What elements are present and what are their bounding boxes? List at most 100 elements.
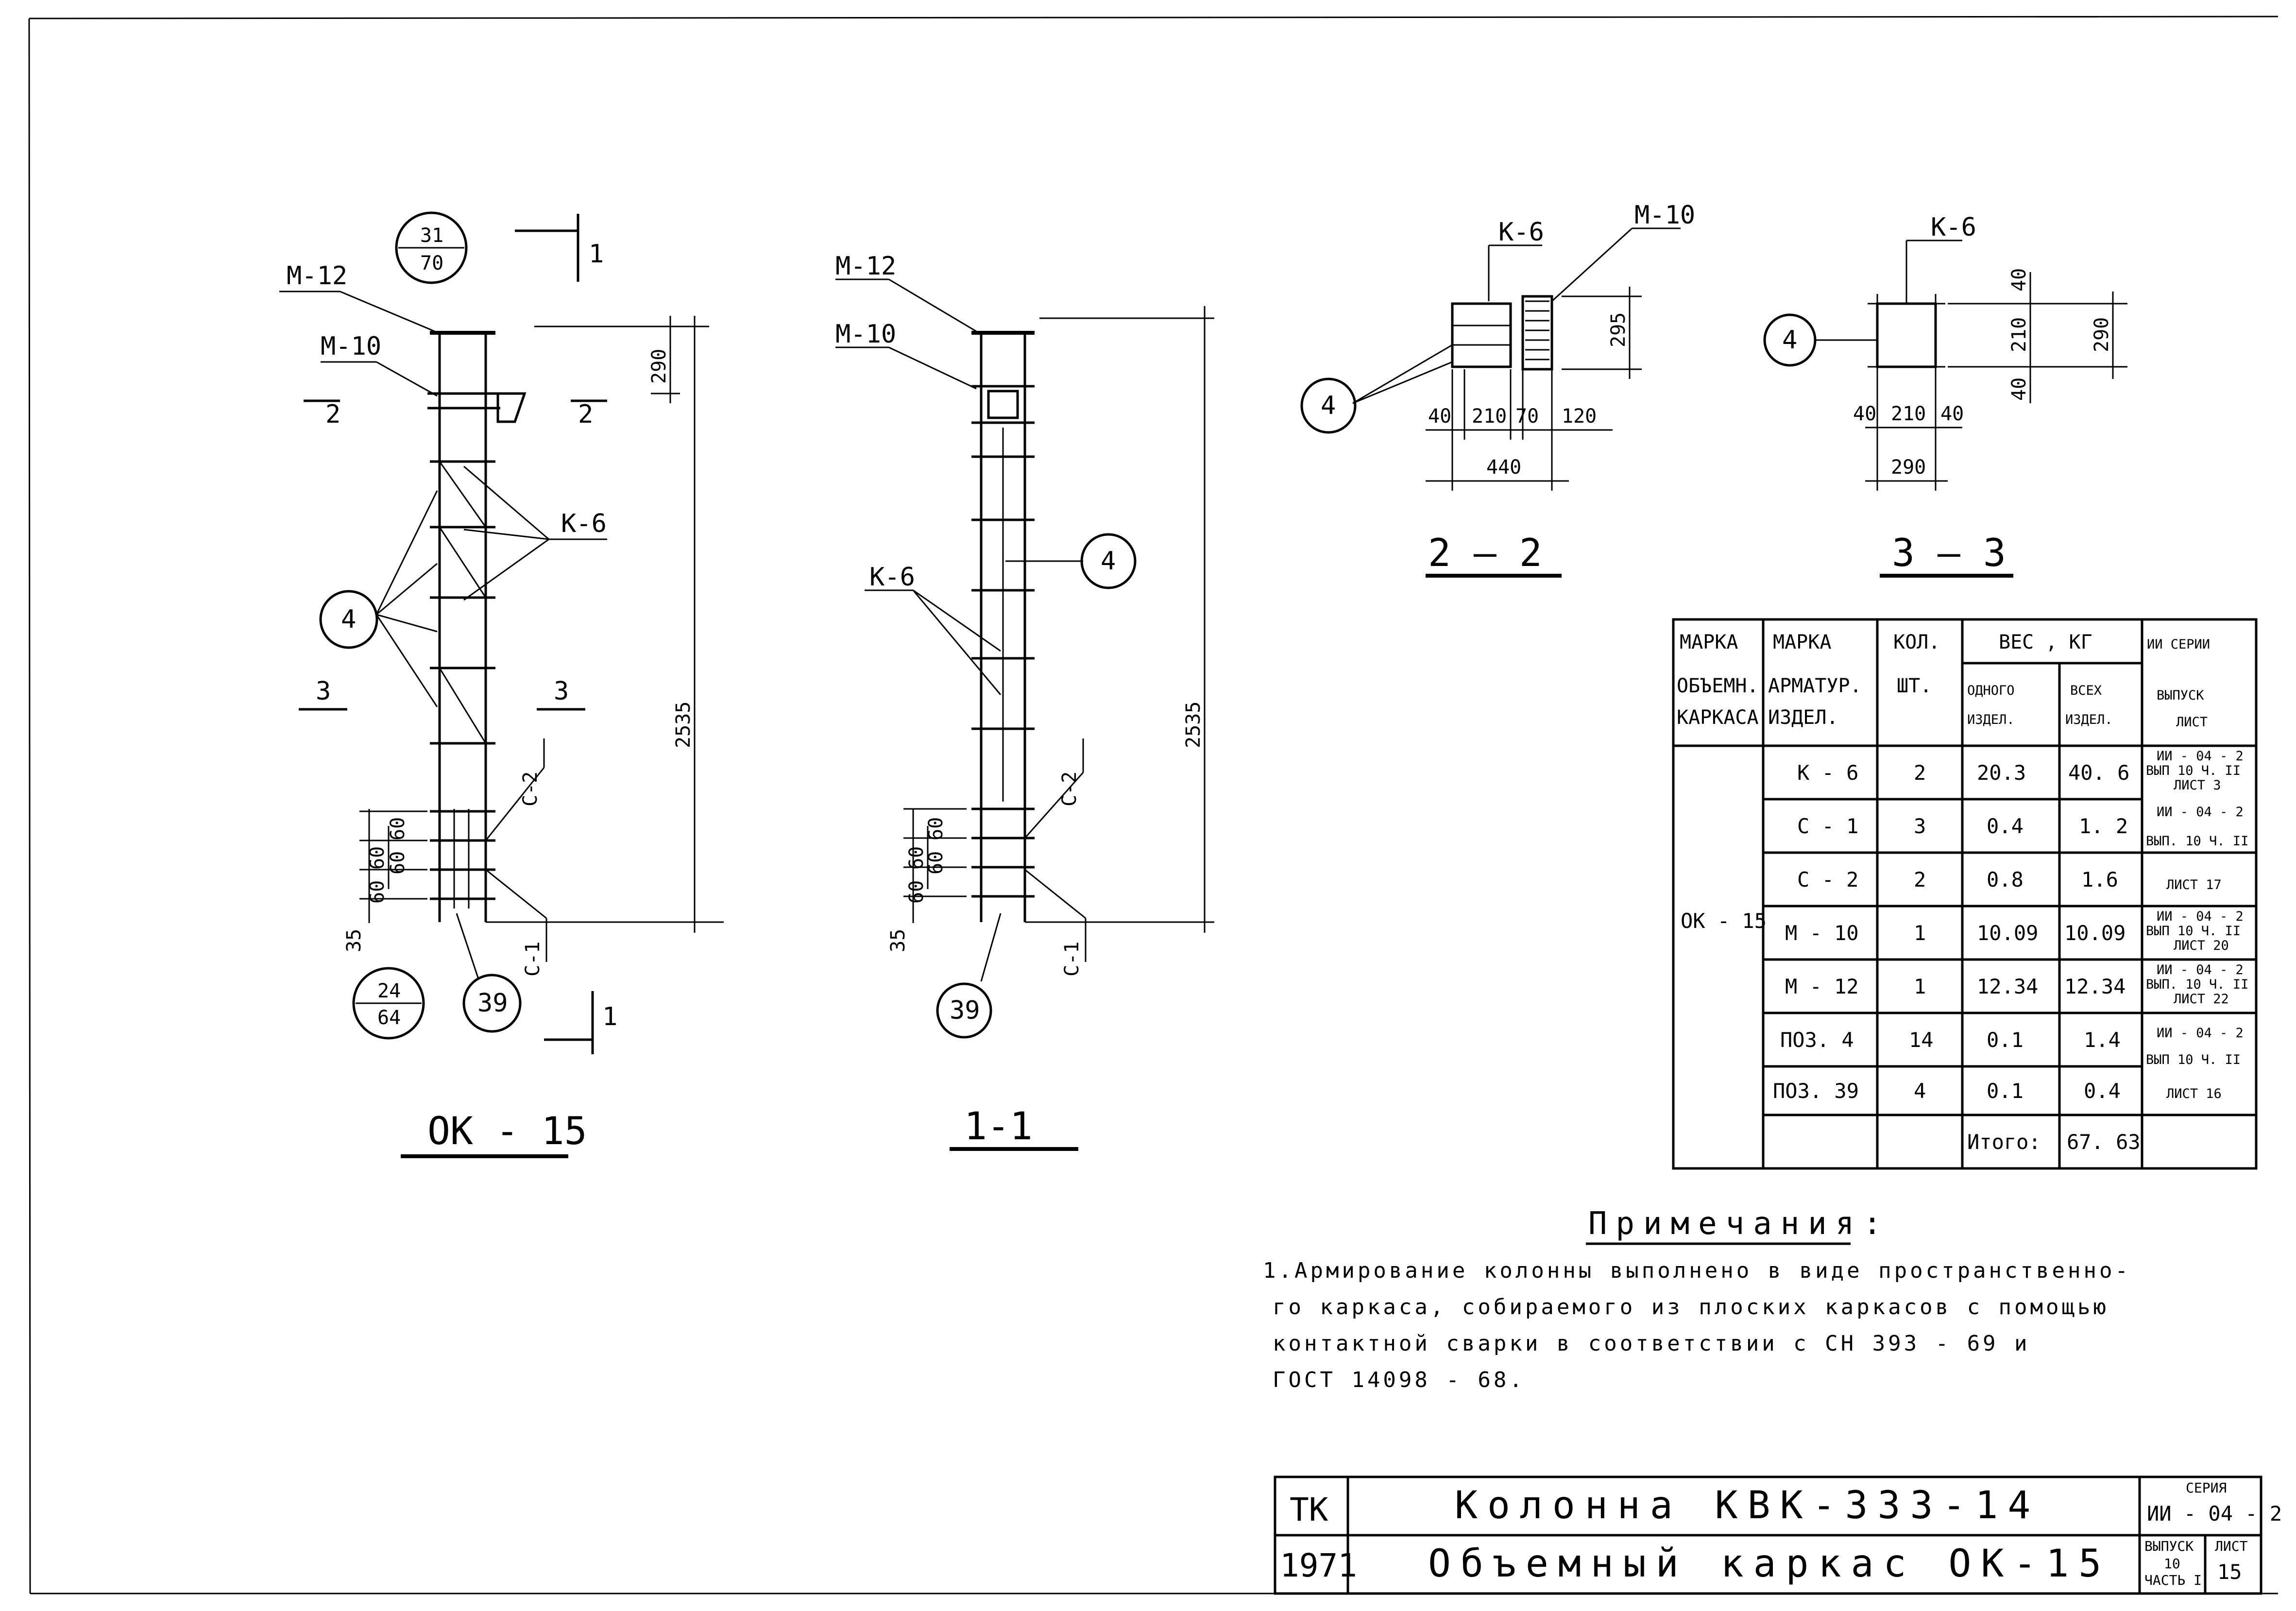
section-2-2-text: К-6 М-10 4 295 40 210 70 120 440 2 — 2 (1321, 201, 1695, 575)
ref1-line1: ИИ - 04 - 2 (2157, 749, 2244, 764)
s33-dim-h290: 290 (1891, 456, 1926, 479)
cell-qty-row2: 3 (1914, 814, 1926, 838)
main-dim-2535: 2535 (672, 702, 695, 748)
main-pos39-circle: 39 (477, 989, 508, 1018)
s11-c2-label: С-2 (1058, 771, 1081, 806)
main-c2-label: С-2 (519, 771, 542, 806)
sheet-frame (28, 16, 2279, 1594)
cell-mark-row4: М - 10 (1785, 921, 1859, 945)
ref1-line2: ВЫП 10 Ч. II (2146, 763, 2241, 778)
s33-dim-v290: 290 (2091, 317, 2113, 352)
th-frame-mark-2: ОБЪЕМН. (1677, 675, 1759, 697)
cell-w1-row6: 0.1 (1987, 1028, 2024, 1052)
section-1-1-title: 1-1 (964, 1105, 1033, 1148)
main-dim-60c: 60 (387, 851, 409, 874)
tb-sheet-value: 15 (2217, 1560, 2242, 1584)
s11-dim-2535: 2535 (1182, 702, 1205, 748)
ref5-line3: ЛИСТ 16 (2166, 1086, 2222, 1101)
tb-issue-value: 10 (2164, 1556, 2180, 1572)
section-1-1-text: М-12 М-10 К-6 С-2 С-1 4 39 2535 35 60 60… (835, 252, 1205, 1148)
notes-line-2: го каркаса, собираемого из плоских карка… (1273, 1295, 2109, 1320)
cell-w1-row4: 10.09 (1977, 921, 2038, 945)
cell-wall-row1: 40. 6 (2068, 761, 2129, 785)
main-cut-1-bottom: 1 (602, 1002, 617, 1031)
main-ref-top-den: 70 (420, 252, 443, 274)
ref3-line1: ИИ - 04 - 2 (2157, 909, 2244, 924)
s11-dim-60d: 60 (925, 817, 947, 840)
cell-wall-row4: 10.09 (2064, 921, 2126, 945)
s11-dim-35: 35 (887, 929, 909, 952)
spec-table (1672, 618, 2258, 1170)
cell-mark-row2: С - 1 (1797, 814, 1858, 838)
ref4-line2: ВЫП. 10 Ч. II (2146, 977, 2248, 992)
cell-mark-row6: ПОЗ. 4 (1780, 1028, 1854, 1052)
s22-dim-210: 210 (1472, 405, 1507, 428)
th-series-1: ИИ СЕРИИ (2147, 637, 2210, 652)
tb-title-1: Колонна КВК-333-14 (1455, 1484, 2040, 1527)
th-item-mark-1: МАРКА (1773, 631, 1831, 653)
section-2-2-title: 2 — 2 (1428, 531, 1542, 575)
cell-wall-row3: 1.6 (2081, 868, 2118, 891)
tb-title-2: Объемный каркас ОК-15 (1428, 1542, 2111, 1586)
th-weight-all-2: ИЗДЕЛ. (2065, 712, 2113, 727)
s33-dim-h40b: 40 (1940, 403, 1964, 425)
th-weight: ВЕС , КГ (1999, 631, 2092, 653)
main-ref-bottom-num: 24 (377, 980, 401, 1002)
main-view-text: М-12 М-10 К-6 С-2 С-1 4 39 31 70 24 64 1… (287, 224, 695, 1153)
main-cut-3-right: 3 (554, 677, 569, 706)
main-m12-label: М-12 (287, 261, 347, 291)
cell-wall-row2: 1. 2 (2079, 814, 2128, 838)
s11-dim-60c: 60 (925, 851, 947, 874)
s33-dim-v210: 210 (2008, 317, 2030, 352)
tb-year: 1971 (1280, 1547, 1357, 1584)
s11-pos4-circle: 4 (1101, 547, 1116, 576)
s33-dim-v40a: 40 (2008, 268, 2030, 291)
spec-table-text: МАРКА ОБЪЕМН. КАРКАСА МАРКА АРМАТУР. ИЗД… (1677, 631, 2248, 1154)
ref2-line1: ИИ - 04 - 2 (2157, 805, 2244, 820)
s22-dim-120: 120 (1562, 405, 1597, 428)
tb-series-label: СЕРИЯ (2186, 1480, 2227, 1496)
main-c1-label: С-1 (522, 942, 544, 977)
th-item-mark-2: АРМАТУР. (1768, 675, 1862, 697)
main-ref-top-num: 31 (420, 224, 443, 247)
cell-qty-row5: 1 (1914, 975, 1926, 998)
cell-w1-row2: 0.4 (1987, 814, 2024, 838)
ref2-line3: ЛИСТ 17 (2166, 877, 2222, 892)
th-series-2: ВЫПУСК (2157, 688, 2204, 703)
s22-m10-label: М-10 (1634, 201, 1695, 230)
s11-dim-60a: 60 (905, 880, 928, 904)
th-series-3: ЛИСТ (2176, 715, 2208, 730)
cell-mark-row7: ПОЗ. 39 (1773, 1079, 1859, 1103)
main-dim-60b: 60 (366, 846, 389, 870)
cell-mark-row3: С - 2 (1797, 868, 1858, 891)
th-qty-2: ШТ. (1897, 675, 1932, 697)
tb-org: ТК (1290, 1491, 1328, 1528)
th-weight-all-1: ВСЕХ (2070, 683, 2102, 698)
main-m10-label: М-10 (321, 332, 381, 361)
s33-dim-h210: 210 (1891, 403, 1926, 425)
cell-w1-row1: 20.3 (1977, 761, 2026, 785)
s33-dim-h40a: 40 (1853, 403, 1876, 425)
ref2-line2: ВЫП. 10 Ч. II (2146, 834, 2248, 849)
cell-qty-row7: 4 (1914, 1079, 1926, 1103)
ref4-line3: ЛИСТ 22 (2174, 992, 2229, 1007)
section-1-1 (835, 278, 1214, 1151)
section-3-3-text: К-6 4 40 210 40 290 40 210 40 290 3 — 3 (1782, 213, 2113, 575)
cell-total-label: Итого: (1967, 1130, 2041, 1154)
main-dim-60a: 60 (366, 880, 389, 904)
ref1-line3: ЛИСТ 3 (2174, 778, 2221, 793)
cell-qty-row6: 14 (1909, 1028, 1934, 1052)
s22-k6-label: К-6 (1498, 218, 1544, 247)
tb-sheet-label: ЛИСТ (2215, 1538, 2248, 1554)
s33-pos4-circle: 4 (1782, 326, 1797, 355)
cell-w1-row7: 0.1 (1987, 1079, 2024, 1103)
s22-dim-40: 40 (1428, 405, 1451, 428)
notes-line-4: ГОСТ 14098 - 68. (1273, 1368, 1525, 1392)
s22-pos4-circle: 4 (1321, 391, 1336, 420)
ref4-line1: ИИ - 04 - 2 (2157, 962, 2244, 977)
title-block-text: ТК 1971 Колонна КВК-333-14 Объемный карк… (1280, 1480, 2282, 1588)
main-view-title: ОК - 15 (427, 1110, 587, 1153)
s11-k6-label: К-6 (869, 563, 915, 592)
main-cut-1-top: 1 (589, 240, 604, 269)
cell-qty-row3: 2 (1914, 868, 1926, 891)
